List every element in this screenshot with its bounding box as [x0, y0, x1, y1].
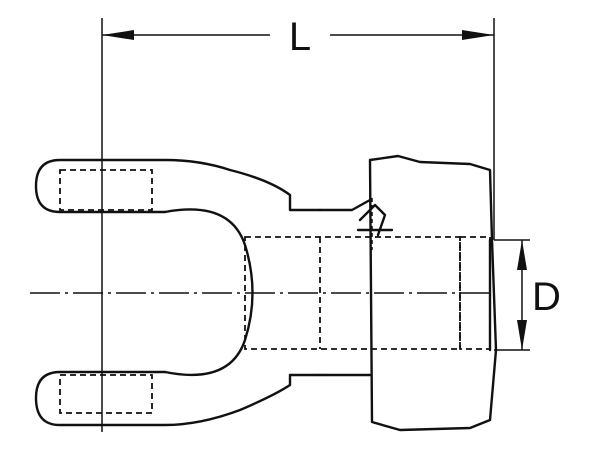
- length-label: L: [289, 15, 311, 59]
- diameter-label: D: [532, 275, 561, 319]
- yoke-body: [34, 154, 498, 432]
- length-dimension: L: [102, 15, 494, 59]
- diameter-dimension: D: [494, 239, 561, 351]
